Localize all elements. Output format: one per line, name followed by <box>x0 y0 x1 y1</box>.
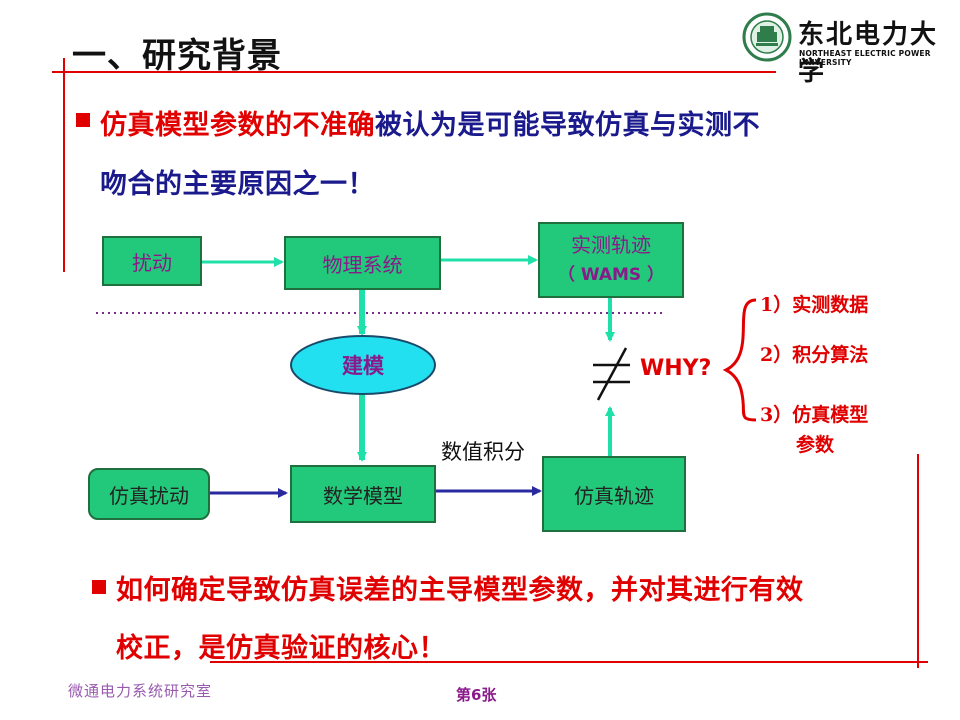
why-label: WHY? <box>640 356 712 381</box>
box-measured-track: 实测轨迹 （ WAMS ） <box>538 222 684 298</box>
reason-item-2: 2）积分算法 <box>760 344 869 366</box>
box-math-model: 数学模型 <box>290 465 436 523</box>
reason-item-1: 1）实测数据 <box>760 294 869 316</box>
box-physical-system: 物理系统 <box>284 236 441 290</box>
bullet-square-icon <box>76 113 90 127</box>
box-measured-track-label: 实测轨迹 <box>571 233 651 257</box>
university-name-en: NORTHEAST ELECTRIC POWER UNIVERSITY <box>799 49 931 67</box>
reason-item-3: 3）仿真模型 <box>760 404 869 426</box>
brace-icon <box>722 298 757 422</box>
box-sim-track-label: 仿真轨迹 <box>574 483 654 508</box>
box-wams-label: （ WAMS ） <box>557 265 665 285</box>
box-disturbance: 扰动 <box>102 236 202 286</box>
bullet1-blue-text: 被认为是可能导致仿真与实测不 <box>375 110 760 141</box>
reason-item-3-cont: 参数 <box>796 434 835 456</box>
university-seal-icon <box>742 12 792 62</box>
university-name: 东北电力大学 <box>798 20 939 87</box>
footer-lab-name: 微通电力系统研究室 <box>68 682 213 700</box>
box-disturbance-label: 扰动 <box>132 250 172 275</box>
box-sim-track: 仿真轨迹 <box>542 456 686 532</box>
bullet2-line2: 校正，是仿真验证的核心！ <box>116 633 446 664</box>
box-sim-disturbance: 仿真扰动 <box>88 468 210 520</box>
box-physical-system-label: 物理系统 <box>322 252 403 277</box>
bullet-square-icon <box>92 580 106 594</box>
footer-page-number: 第6张 <box>456 686 497 704</box>
ellipse-modeling-label: 建模 <box>342 353 384 378</box>
box-sim-disturbance-label: 仿真扰动 <box>109 483 189 508</box>
bullet1-line1: 仿真模型参数的不准确被认为是可能导致仿真与实测不 <box>100 103 760 142</box>
not-equal-icon <box>593 347 630 401</box>
bullet2-line1: 如何确定导致仿真误差的主导模型参数，并对其进行有效 <box>116 575 804 606</box>
page-title: 一、研究背景 <box>72 36 282 76</box>
numerical-integration-label: 数值积分 <box>441 440 525 464</box>
bullet1-red-text: 仿真模型参数的不准确 <box>100 110 375 141</box>
box-math-model-label: 数学模型 <box>323 483 403 508</box>
bullet1-line2: 吻合的主要原因之一！ <box>100 169 375 200</box>
ellipse-modeling <box>290 335 436 395</box>
